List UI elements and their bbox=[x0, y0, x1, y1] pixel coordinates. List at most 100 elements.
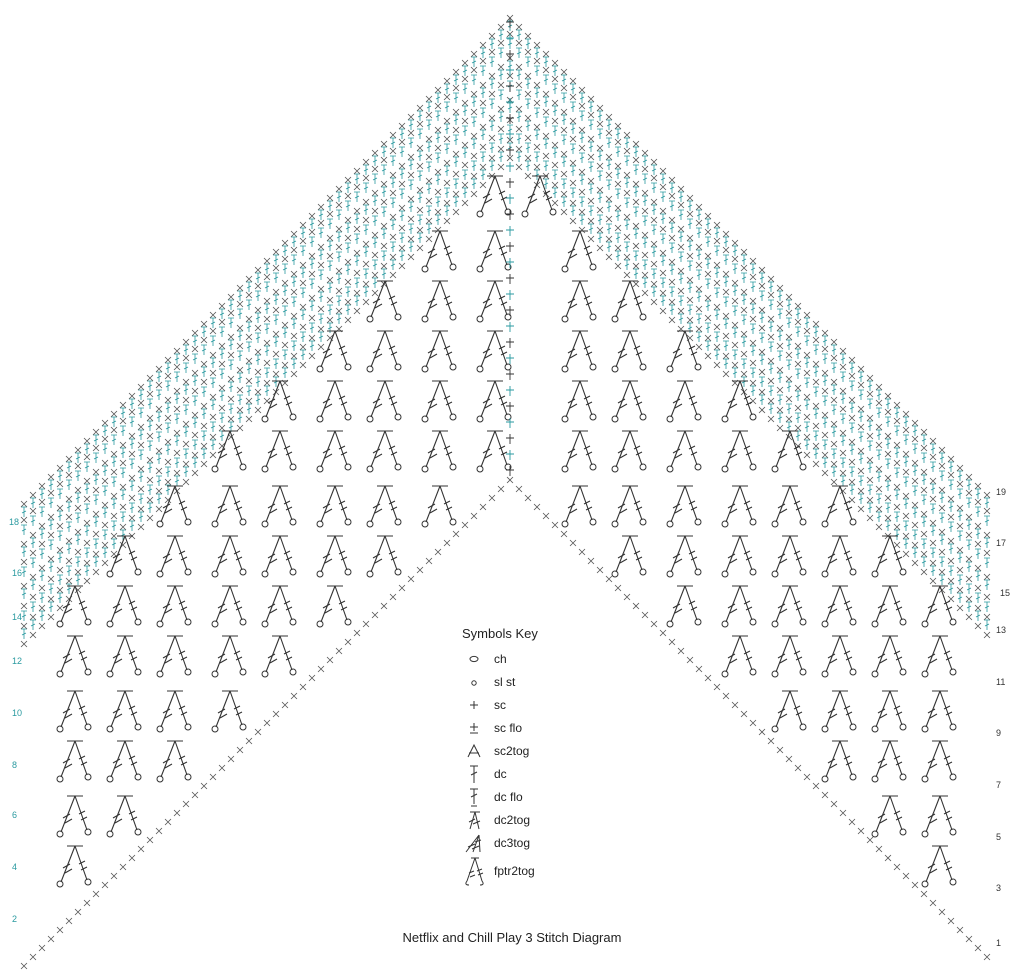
fptr2tog-motif bbox=[316, 535, 352, 578]
key-label-sl-st: sl st bbox=[494, 674, 516, 689]
sl-st-icon bbox=[462, 671, 486, 693]
fptr2tog-motif bbox=[666, 380, 702, 423]
key-item-dc3tog: dc3tog bbox=[462, 831, 632, 854]
key-label-sc: sc bbox=[494, 697, 506, 712]
key-label-sc2tog: sc2tog bbox=[494, 743, 530, 758]
fptr2tog-motif bbox=[261, 535, 297, 578]
fptr2tog-motif bbox=[921, 635, 957, 678]
fptr2tog-motif bbox=[421, 330, 457, 373]
left-row-number: 8 bbox=[12, 760, 18, 770]
sc-stitch-rows bbox=[20, 14, 991, 970]
fptr2tog-motif bbox=[211, 535, 247, 578]
fptr2tog-motif bbox=[821, 585, 857, 628]
fptr2tog-motif bbox=[211, 485, 247, 528]
fptr2tog-motif bbox=[366, 485, 402, 528]
key-label-dc-flo: dc flo bbox=[494, 789, 523, 804]
fptr2tog-motif bbox=[211, 430, 247, 473]
fptr2tog-motif bbox=[366, 535, 402, 578]
left-row-number: 14 bbox=[12, 612, 23, 622]
fptr2tog-motif bbox=[56, 845, 92, 888]
fptr2tog-motif bbox=[476, 430, 512, 473]
fptr2tog-motif bbox=[476, 230, 512, 273]
key-item-ch: ch bbox=[462, 647, 632, 670]
sc-icon bbox=[462, 694, 486, 716]
fptr2tog-motif bbox=[561, 430, 597, 473]
key-label-dc3tog: dc3tog bbox=[494, 835, 531, 850]
fptr2tog-motif bbox=[156, 635, 192, 678]
diagram-caption: Netflix and Chill Play 3 Stitch Diagram bbox=[402, 930, 622, 945]
fptr2tog-motif bbox=[771, 585, 807, 628]
symbols-key-title: Symbols Key bbox=[462, 626, 538, 641]
sc-flo-icon bbox=[462, 717, 486, 739]
fptr2tog-motif bbox=[106, 585, 142, 628]
fptr2tog-motif bbox=[871, 585, 907, 628]
right-row-number: 17 bbox=[996, 538, 1007, 548]
fptr2tog-motif bbox=[106, 740, 142, 783]
fptr2tog-motif bbox=[871, 635, 907, 678]
right-row-number: 19 bbox=[996, 487, 1007, 497]
left-row-number: 6 bbox=[12, 810, 18, 820]
fptr2tog-motif bbox=[156, 690, 192, 733]
sc2tog-icon bbox=[462, 740, 486, 762]
ch-icon bbox=[462, 648, 486, 670]
fptr2tog-motif bbox=[721, 585, 757, 628]
key-label-dc: dc bbox=[494, 766, 507, 781]
fptr2tog-motif bbox=[156, 535, 192, 578]
fptr2tog-motif bbox=[316, 380, 352, 423]
fptr2tog-motif bbox=[476, 380, 512, 423]
fptr2tog-motif bbox=[666, 535, 702, 578]
fptr2tog-motif bbox=[106, 690, 142, 733]
key-item-sl-st: sl st bbox=[462, 670, 632, 693]
right-row-number: 11 bbox=[996, 677, 1006, 687]
fptr2tog-motif bbox=[821, 635, 857, 678]
fptr2tog-motif bbox=[821, 485, 857, 528]
right-row-number: 13 bbox=[996, 625, 1007, 635]
center-column-stitches bbox=[506, 18, 514, 476]
dc-icon bbox=[462, 763, 486, 785]
fptr2tog-icon bbox=[462, 855, 486, 887]
fptr2tog-motif bbox=[421, 430, 457, 473]
fptr2tog-motif bbox=[261, 585, 297, 628]
fptr2tog-motif bbox=[56, 740, 92, 783]
fptr2tog-motif bbox=[611, 280, 647, 323]
fptr2tog-motif bbox=[871, 690, 907, 733]
right-row-number: 5 bbox=[996, 832, 1002, 842]
fptr2tog-motif bbox=[921, 740, 957, 783]
fptr2tog-motif bbox=[56, 795, 92, 838]
dc-flo-icon bbox=[462, 786, 486, 808]
fptr2tog-motif bbox=[56, 585, 92, 628]
key-label-fptr2tog: fptr2tog bbox=[494, 864, 535, 878]
fptr2tog-motif bbox=[366, 330, 402, 373]
fptr2tog-motif bbox=[611, 330, 647, 373]
key-item-sc-flo: sc flo bbox=[462, 716, 632, 739]
fptr2tog-motif bbox=[211, 690, 247, 733]
fptr2tog-motif bbox=[366, 280, 402, 323]
fptr2tog-motif bbox=[821, 740, 857, 783]
left-row-number: 4 bbox=[12, 862, 18, 872]
right-row-number: 9 bbox=[996, 728, 1002, 738]
fptr2tog-motif bbox=[106, 535, 142, 578]
fptr2tog-motif bbox=[156, 485, 192, 528]
key-item-dc: dc bbox=[462, 762, 632, 785]
fptr2tog-motif bbox=[211, 585, 247, 628]
fptr2tog-motif bbox=[821, 690, 857, 733]
fptr2tog-motif bbox=[771, 535, 807, 578]
fptr2tog-motif bbox=[211, 635, 247, 678]
fptr2tog-motif bbox=[316, 330, 352, 373]
fptr2tog-motif bbox=[561, 485, 597, 528]
fptr2tog-motif bbox=[871, 535, 907, 578]
fptr2tog-motif bbox=[921, 585, 957, 628]
fptr2tog-motif bbox=[561, 330, 597, 373]
fptr2tog-motif bbox=[521, 175, 557, 218]
fptr2tog-motif bbox=[721, 380, 757, 423]
left-row-number: 18 bbox=[9, 517, 20, 527]
fptr2tog-motif bbox=[261, 380, 297, 423]
left-row-number: 12 bbox=[12, 656, 23, 666]
fptr2tog-motif bbox=[821, 535, 857, 578]
fptr2tog-motif bbox=[721, 535, 757, 578]
fptr2tog-motif bbox=[561, 280, 597, 323]
fptr2tog-motif bbox=[611, 430, 647, 473]
fptr2tog-motif bbox=[721, 635, 757, 678]
fptr2tog-motif bbox=[921, 845, 957, 888]
